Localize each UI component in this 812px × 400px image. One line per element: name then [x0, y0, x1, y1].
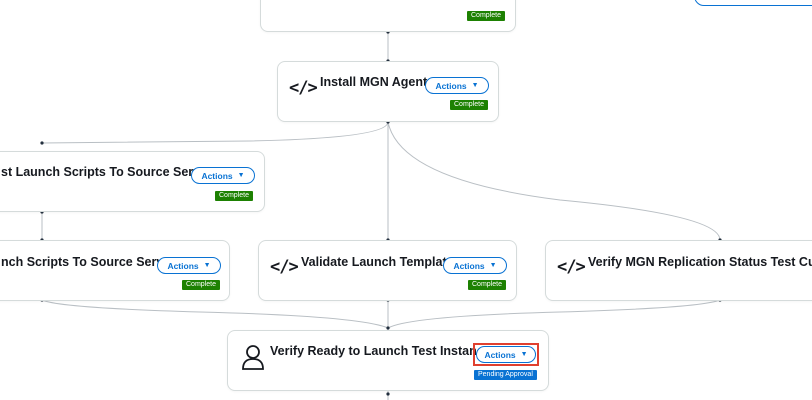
code-icon: </> [557, 257, 586, 277]
workflow-step-previous[interactable]: Complete [260, 0, 516, 32]
step-title: Install MGN Agents [320, 75, 435, 89]
workflow-step-verify-mgn-replication[interactable]: </> Verify MGN Replication Status Test C… [545, 240, 812, 301]
workflow-step-validate-launch-template[interactable]: </> Validate Launch Template Actions ▼ C… [258, 240, 517, 301]
actions-label: Actions [435, 80, 467, 91]
status-badge: Complete [215, 191, 253, 201]
step-title: Verify MGN Replication Status Test Cutov… [588, 255, 812, 269]
status-badge: Complete [467, 11, 505, 21]
workflow-step-install-mgn-agents[interactable]: </> Install MGN Agents Actions ▼ Complet… [277, 61, 499, 122]
caret-down-icon: ▼ [237, 172, 245, 179]
top-right-control[interactable] [694, 0, 812, 6]
status-badge: Complete [468, 280, 506, 290]
caret-down-icon: ▼ [471, 82, 479, 89]
actions-button[interactable]: Actions ▼ [476, 346, 536, 363]
actions-label: Actions [201, 170, 233, 181]
caret-down-icon: ▼ [520, 351, 528, 358]
workflow-step-verify-ready[interactable]: Verify Ready to Launch Test Instances Ac… [227, 330, 549, 391]
person-icon [242, 345, 264, 370]
actions-button[interactable]: Actions ▼ [425, 77, 489, 94]
actions-label: Actions [167, 260, 199, 271]
code-icon: </> [289, 78, 318, 98]
workflow-step-post-launch-scripts[interactable]: st Launch Scripts To Source Servers Acti… [0, 151, 265, 212]
step-title: Validate Launch Template [301, 255, 454, 269]
caret-down-icon: ▼ [489, 262, 497, 269]
status-badge: Complete [450, 100, 488, 110]
caret-down-icon: ▼ [203, 262, 211, 269]
actions-button[interactable]: Actions ▼ [191, 167, 255, 184]
actions-button[interactable]: Actions ▼ [443, 257, 507, 274]
step-title: nch Scripts To Source Servers [1, 255, 183, 269]
actions-label: Actions [453, 260, 485, 271]
actions-button[interactable]: Actions ▼ [157, 257, 221, 274]
step-title: Verify Ready to Launch Test Instances [270, 344, 498, 358]
status-badge: Complete [182, 280, 220, 290]
selection-highlight [473, 343, 539, 366]
code-icon: </> [270, 257, 299, 277]
step-title: st Launch Scripts To Source Servers [1, 165, 219, 179]
workflow-step-launch-scripts[interactable]: nch Scripts To Source Servers Actions ▼ … [0, 240, 230, 301]
status-badge: Pending Approval [474, 370, 537, 380]
actions-label: Actions [484, 349, 516, 360]
